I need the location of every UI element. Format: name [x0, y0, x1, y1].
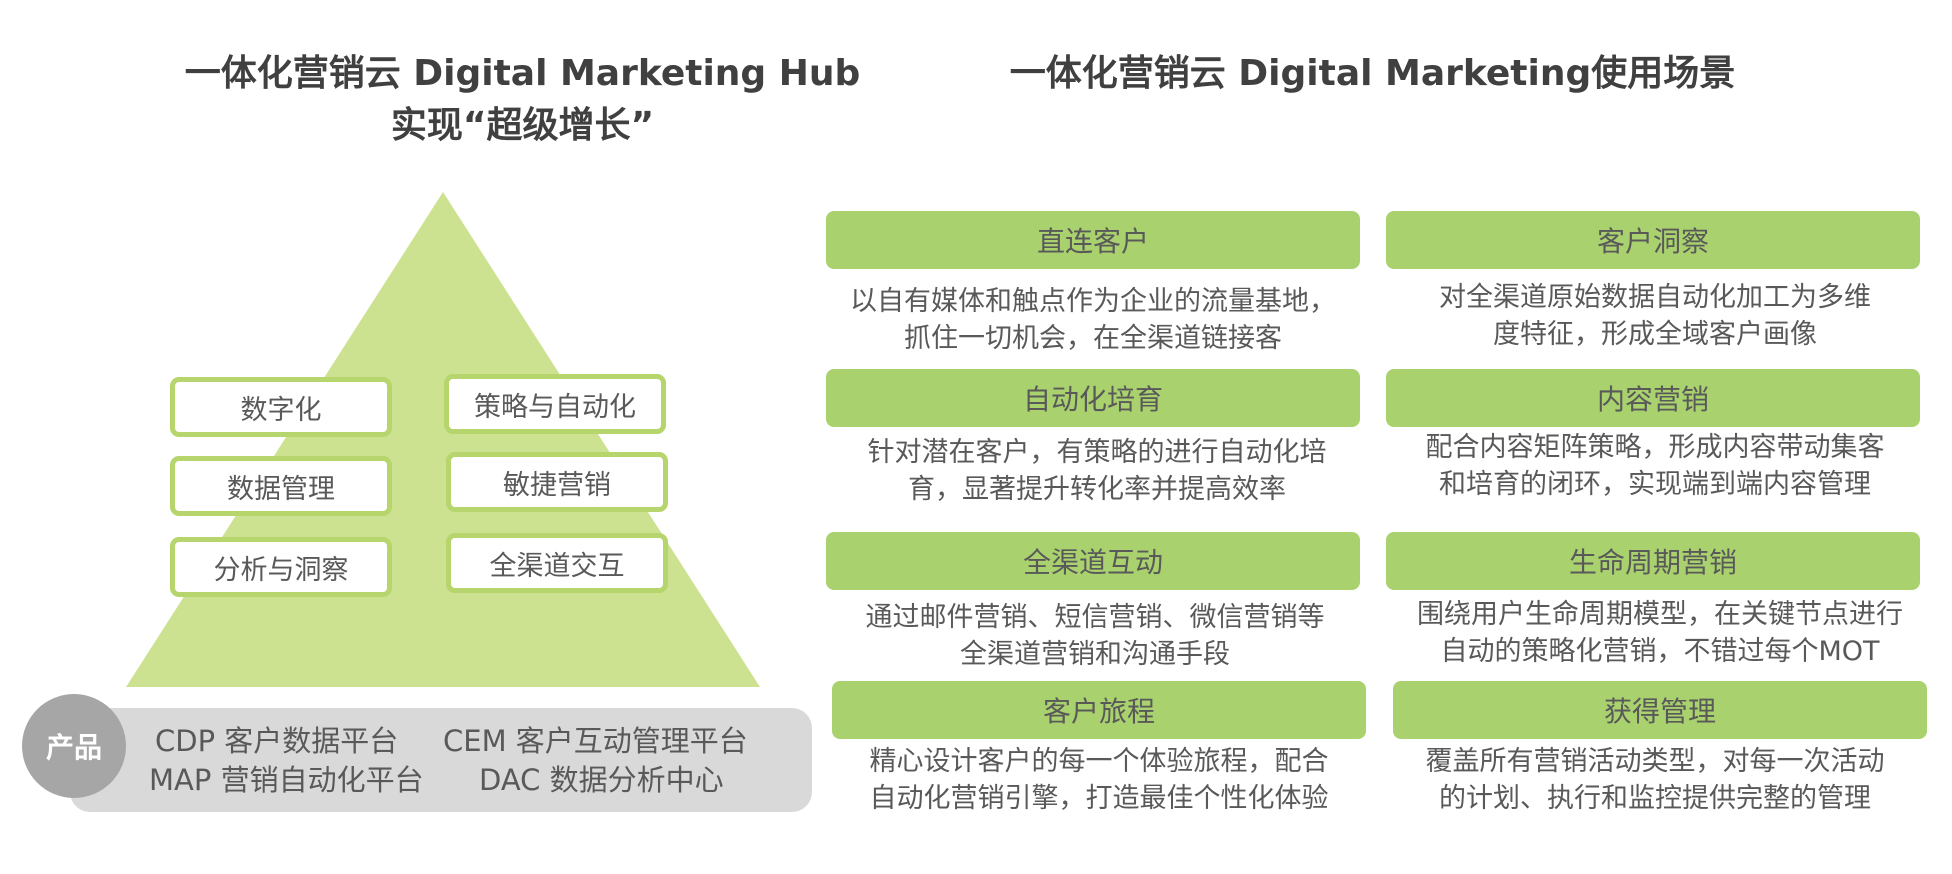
desc-line: 和培育的闭环，实现端到端内容管理 [1439, 469, 1871, 500]
product-label-circle: 产品 [22, 694, 126, 798]
pyramid-item-agile-marketing: 敏捷营销 [446, 452, 668, 512]
product-bar [70, 708, 812, 812]
scenario-header-automated-nurturing: 自动化培育 [826, 369, 1360, 427]
scenario-header-content-marketing: 内容营销 [1386, 369, 1920, 427]
scenario-desc-automated-nurturing: 针对潜在客户，有策略的进行自动化培 育，显著提升转化率并提高效率 [817, 434, 1377, 508]
desc-line: 以自有媒体和触点作为企业的流量基地， [850, 286, 1336, 317]
pyramid-item-omnichannel-interaction: 全渠道交互 [446, 533, 668, 593]
desc-line: 度特征，形成全域客户画像 [1493, 319, 1817, 350]
desc-line: 配合内容矩阵策略，形成内容带动集客 [1425, 432, 1885, 463]
scenario-desc-omnichannel-interaction: 通过邮件营销、短信营销、微信营销等 全渠道营销和沟通手段 [815, 599, 1375, 673]
desc-line: 精心设计客户的每一个体验旅程，配合 [869, 746, 1329, 777]
scenario-desc-lifecycle-marketing: 围绕用户生命周期模型，在关键节点进行 自动的策略化营销，不错过每个MOT [1380, 596, 1940, 670]
desc-line: 抓住一切机会，在全渠道链接客 [904, 323, 1282, 354]
scenario-header-lifecycle-marketing: 生命周期营销 [1386, 532, 1920, 590]
desc-line: 的计划、执行和监控提供完整的管理 [1439, 783, 1871, 814]
desc-line: 围绕用户生命周期模型，在关键节点进行 [1417, 599, 1903, 630]
scenario-desc-customer-insight: 对全渠道原始数据自动化加工为多维 度特征，形成全域客户画像 [1375, 279, 1935, 353]
pyramid-item-analysis-insight: 分析与洞察 [170, 537, 392, 597]
product-cem: CEM 客户互动管理平台 [443, 724, 748, 758]
scenario-desc-content-marketing: 配合内容矩阵策略，形成内容带动集客 和培育的闭环，实现端到端内容管理 [1375, 429, 1935, 503]
product-dac: DAC 数据分析中心 [479, 763, 724, 797]
scenario-header-customer-journey: 客户旅程 [832, 681, 1366, 739]
scenario-header-direct-customer: 直连客户 [826, 211, 1360, 269]
left-title: 一体化营销云 Digital Marketing Hub 实现“超级增长” [150, 48, 895, 152]
desc-line: 全渠道营销和沟通手段 [960, 639, 1230, 670]
pyramid-item-strategy-automation: 策略与自动化 [444, 374, 666, 434]
product-cdp: CDP 客户数据平台 [155, 724, 399, 758]
pyramid-item-data-management: 数据管理 [170, 456, 392, 516]
scenario-desc-acquisition-management: 覆盖所有营销活动类型，对每一次活动 的计划、执行和监控提供完整的管理 [1375, 743, 1935, 817]
product-map: MAP 营销自动化平台 [149, 763, 424, 797]
desc-line: 育，显著提升转化率并提高效率 [908, 474, 1286, 505]
desc-line: 通过邮件营销、短信营销、微信营销等 [865, 602, 1325, 633]
desc-line: 覆盖所有营销活动类型，对每一次活动 [1425, 746, 1885, 777]
left-title-line1: 一体化营销云 Digital Marketing Hub [184, 53, 861, 94]
scenario-header-customer-insight: 客户洞察 [1386, 211, 1920, 269]
scenario-header-acquisition-management: 获得管理 [1393, 681, 1927, 739]
pyramid-item-digitalization: 数字化 [170, 377, 392, 437]
desc-line: 对全渠道原始数据自动化加工为多维 [1439, 282, 1871, 313]
left-title-line2: 实现“超级增长” [390, 105, 655, 146]
pyramid-triangle [126, 192, 760, 687]
scenario-header-omnichannel-interaction: 全渠道互动 [826, 532, 1360, 590]
desc-line: 针对潜在客户，有策略的进行自动化培 [867, 437, 1327, 468]
scenario-desc-direct-customer: 以自有媒体和触点作为企业的流量基地， 抓住一切机会，在全渠道链接客 [813, 283, 1373, 357]
desc-line: 自动的策略化营销，不错过每个MOT [1440, 636, 1880, 667]
right-title: 一体化营销云 Digital Marketing使用场景 [1009, 53, 1736, 94]
desc-line: 自动化营销引擎，打造最佳个性化体验 [869, 783, 1329, 814]
scenario-desc-customer-journey: 精心设计客户的每一个体验旅程，配合 自动化营销引擎，打造最佳个性化体验 [819, 743, 1379, 817]
